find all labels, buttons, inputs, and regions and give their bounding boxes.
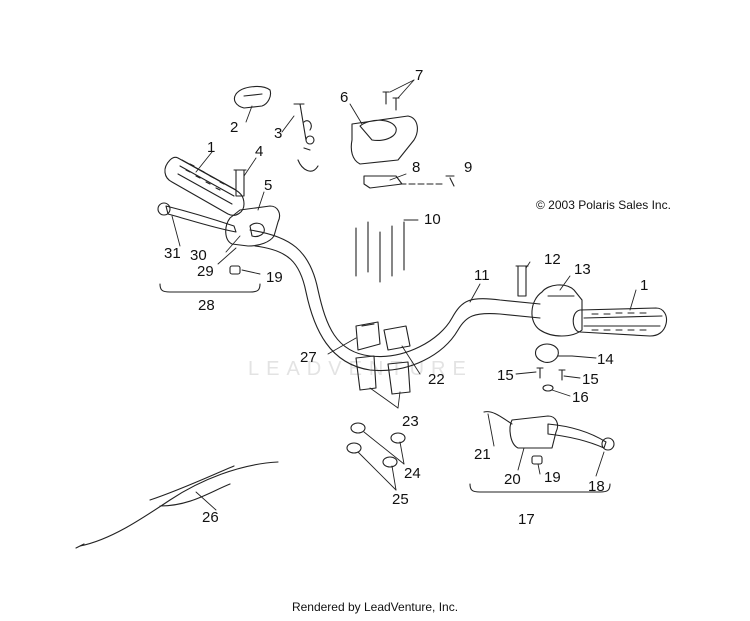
callout-25: 25 <box>392 491 409 508</box>
callout-20: 20 <box>504 471 521 488</box>
callout-9: 9 <box>464 159 472 176</box>
callout-2: 2 <box>230 119 238 136</box>
lever-18-ball <box>601 437 615 451</box>
callout-8: 8 <box>412 159 420 176</box>
callout-6: 6 <box>340 89 348 106</box>
block-8 <box>363 175 403 189</box>
cable-26 <box>79 461 279 547</box>
callout-1-left: 1 <box>207 139 215 156</box>
nut-25a <box>346 442 362 454</box>
left-lever <box>165 205 237 233</box>
brake-housing-20 <box>509 415 559 449</box>
callout-19-right: 19 <box>544 469 561 486</box>
callout-28: 28 <box>198 297 215 314</box>
cable-26-end <box>75 543 85 549</box>
throttle-housing <box>531 284 583 337</box>
callout-23: 23 <box>402 413 419 430</box>
pin-12 <box>515 265 529 297</box>
left-switch-housing <box>225 205 281 247</box>
bolts-10 <box>355 221 405 283</box>
callout-31: 31 <box>164 245 181 262</box>
pin-4 <box>233 169 247 197</box>
bracket-28 <box>159 283 261 293</box>
callout-17: 17 <box>518 511 535 528</box>
bracket-17 <box>469 483 611 493</box>
callout-24: 24 <box>404 465 421 482</box>
callout-10: 10 <box>424 211 441 228</box>
callout-12: 12 <box>544 251 561 268</box>
screw-15b <box>558 369 566 381</box>
callout-26: 26 <box>202 509 219 526</box>
screw-15a <box>536 367 544 379</box>
nut-25b <box>382 456 398 468</box>
screw-9 <box>445 175 455 187</box>
callout-22: 22 <box>428 371 445 388</box>
washer-24b <box>390 432 406 444</box>
callout-1-right: 1 <box>640 277 648 294</box>
switch-3-knob <box>305 135 315 145</box>
callout-30: 30 <box>190 247 207 264</box>
switch-3 <box>293 103 319 172</box>
cover-6 <box>350 115 418 165</box>
switch-14 <box>534 343 573 363</box>
leader-lines <box>171 79 637 511</box>
riser-left-23 <box>355 355 377 391</box>
callout-5: 5 <box>264 177 272 194</box>
washer-24a <box>350 422 366 434</box>
callout-4: 4 <box>255 143 263 160</box>
clamp-22 <box>383 325 411 351</box>
callout-15-right: 15 <box>582 371 599 388</box>
callout-14: 14 <box>597 351 614 368</box>
callout-27: 27 <box>300 349 317 366</box>
callout-7: 7 <box>415 67 423 84</box>
callout-18: 18 <box>588 478 605 495</box>
callout-labels: 1 2 3 4 5 6 7 8 9 10 11 12 13 1 14 15 15… <box>164 67 648 528</box>
callout-29: 29 <box>197 263 214 280</box>
lever-18 <box>547 423 607 449</box>
callout-15-left: 15 <box>497 367 514 384</box>
left-grip <box>164 156 245 216</box>
callout-11: 11 <box>474 267 490 284</box>
footer-credit: Rendered by LeadVenture, Inc. <box>291 600 459 614</box>
callout-3: 3 <box>274 125 282 142</box>
riser-right-23 <box>387 361 411 395</box>
left-lever-ball <box>157 202 171 216</box>
washer-16 <box>542 384 554 392</box>
nut-19-left <box>229 265 241 275</box>
cap-2 <box>233 85 272 109</box>
copyright-notice: © 2003 Polaris Sales Inc. <box>536 198 671 212</box>
callout-21: 21 <box>474 446 491 463</box>
clamp-27 <box>355 321 381 351</box>
callout-16: 16 <box>572 389 589 406</box>
screws-7 <box>382 91 400 111</box>
handlebar <box>249 229 541 372</box>
callout-13: 13 <box>574 261 591 278</box>
right-grip <box>572 307 668 337</box>
wire-21 <box>483 411 513 425</box>
callout-19-left: 19 <box>266 269 283 286</box>
nut-19-right <box>531 455 543 465</box>
